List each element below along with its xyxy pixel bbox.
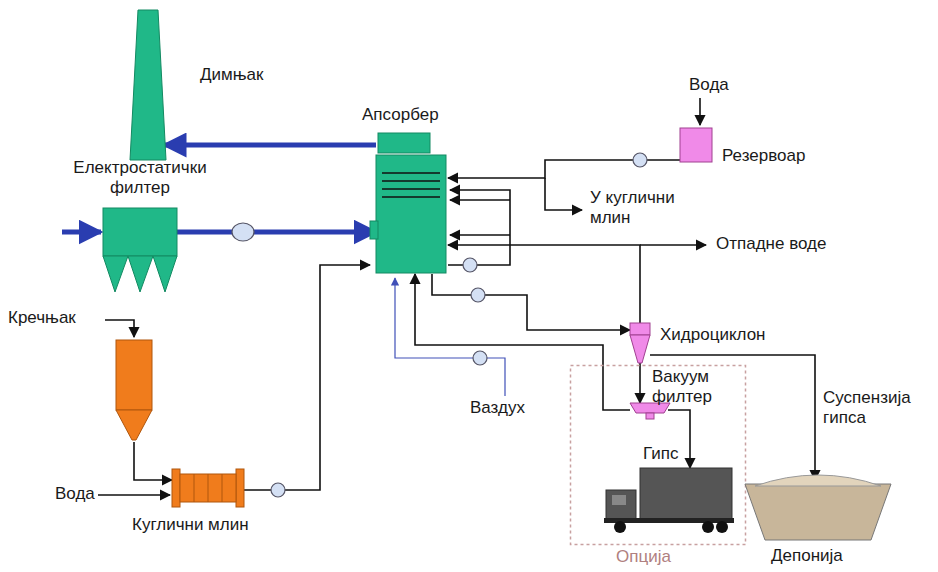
electrostatic-filter-shape [103,208,177,294]
limestone-silo-shape [116,340,152,442]
chimney-shape [128,10,168,160]
node-label: Апсорбер [362,105,439,125]
chimney: Димњак [128,10,168,160]
flue-gas-connector [177,230,376,235]
node-label: Хидроциклон [660,325,765,345]
node-label: Опција [616,547,671,567]
flow-label: У куглични млин [590,188,700,228]
node-label: Кречњак [8,308,76,328]
slurry-connector [448,245,640,323]
ball-mill: Куглични млин [172,465,244,511]
landfill-shape [745,470,891,542]
limestone-silo: Кречњак [116,340,152,442]
slurry-connector [415,274,630,410]
absorber: Апсорбер [376,133,448,274]
node-label: Вакуум филтер [652,367,718,407]
flow-label: Вода [55,484,95,504]
flow-label: Вода [689,75,729,95]
water-tank-shape [680,128,712,162]
water-tank: Резервоар [680,128,712,162]
vacuum-filter: Вакуум филтер [630,403,670,419]
slurry-connector [639,363,641,403]
node-label: Димњак [200,65,263,85]
hydrocyclone: Хидроциклон [630,323,650,363]
node-label: Куглични млин [132,515,249,535]
flow-label: Гипс [643,444,678,464]
electrostatic-filter: Електростатички филтер [103,208,177,294]
node-label: Електростатички филтер [57,158,223,198]
slurry-connector [134,442,172,480]
flue-gas-connector [164,143,376,148]
landfill: Депонија [745,470,891,542]
slurry-connector [432,274,630,330]
edge-label: Суспензија гипса [823,388,935,428]
truck-illustration [604,468,734,533]
slurry-connector [244,265,370,490]
ball-mill-shape [172,465,244,511]
node-label: Резервоар [722,146,805,166]
flow-label: Отпадне воде [716,234,826,254]
absorber-shape [376,133,448,274]
hydrocyclone-shape [630,323,650,363]
flow-label: Ваздух [470,398,525,418]
node-label: Депонија [771,546,843,566]
